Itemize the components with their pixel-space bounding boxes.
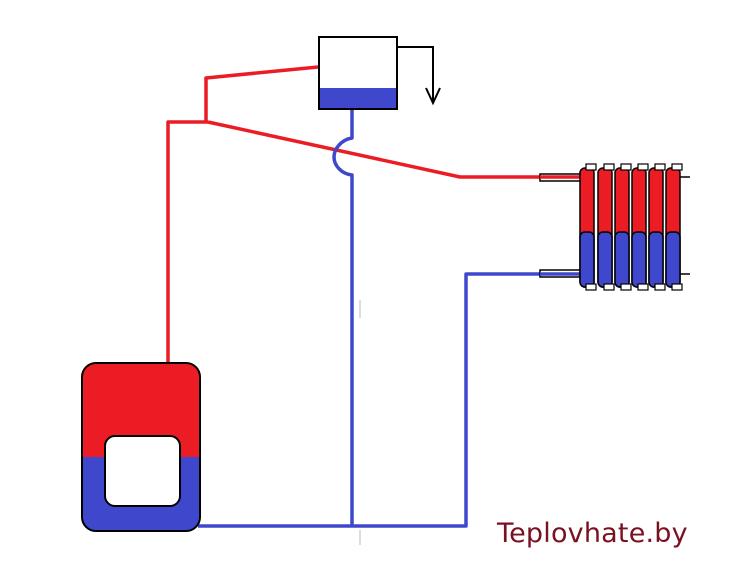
return-pipe [198, 110, 545, 528]
tank-connection-line [204, 65, 319, 122]
expansion-tank [318, 36, 398, 110]
radiator-return [198, 272, 545, 528]
boiler [81, 362, 201, 532]
supply-riser [166, 120, 208, 362]
tank-return-drop [332, 110, 354, 526]
arrow-down-icon [425, 87, 441, 106]
radiator [539, 163, 690, 291]
supply-main [207, 120, 545, 179]
site-watermark: Teplovhate.by [497, 518, 688, 549]
supply-pipe [166, 65, 545, 362]
tank-water [320, 88, 396, 108]
boiler-firebox [104, 435, 181, 507]
overflow-outlet [397, 46, 441, 106]
